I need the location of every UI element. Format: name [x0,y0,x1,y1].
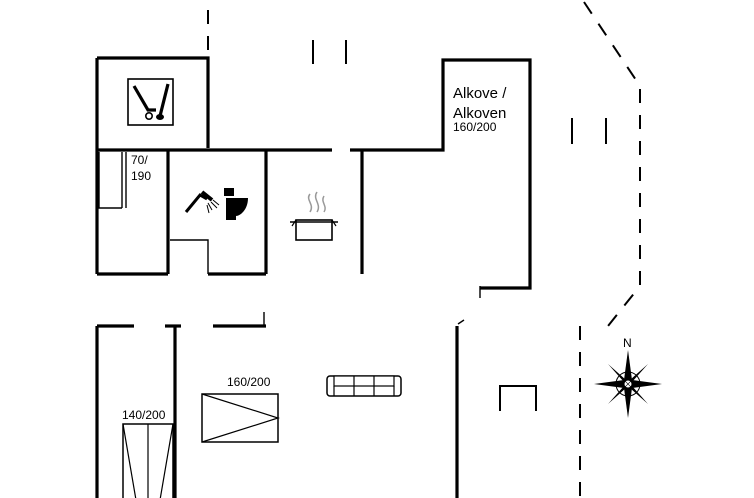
single-bed-icon [122,423,174,498]
alcove-bed-size: 160/200 [453,120,497,134]
double-bed-icon [201,393,280,443]
bunk-size-label-top: 70/ [131,153,148,167]
walls [95,56,532,498]
compass-rose-icon [594,350,662,418]
alcove-title-line2: Alkoven [453,105,506,122]
shower-icon [184,190,220,214]
sofa-icon [326,375,402,397]
utility-room-icon [127,78,174,126]
wall-details [98,152,481,326]
terrace-outline [207,1,641,498]
compass-north-label: N [623,336,632,350]
alcove-title-line1: Alkove / [453,85,507,102]
bedroom-bed-size: 160/200 [227,375,271,389]
table-icon [499,385,537,411]
bunk-size-label-bottom: 190 [131,169,151,183]
second-bedroom-bed-size: 140/200 [122,408,166,422]
window-marks [312,40,607,144]
toilet-icon [224,188,248,220]
cooking-pot-icon [290,191,338,241]
